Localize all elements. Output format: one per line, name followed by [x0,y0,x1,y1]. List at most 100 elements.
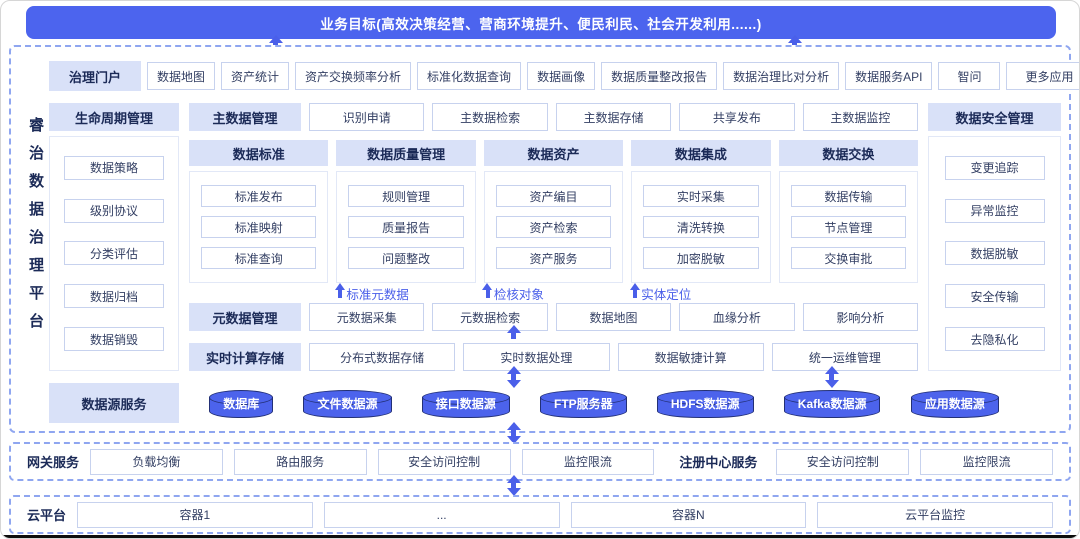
column-header: 数据资产 [483,140,624,166]
datasource-row: 数据源服务 数据库 文件数据源 接口数据源 FTP服务器 HDFS数据源 Kaf… [49,383,1029,423]
portal-item: 标准化数据查询 [417,62,522,90]
security-item: 数据脱敏 [944,241,1045,266]
metadata-row: 元数据管理 元数据采集 元数据检索 数据地图 血缘分析 影响分析 [189,303,919,331]
lifecycle-item: 级别协议 [64,198,164,223]
registry-item: 安全访问控制 [776,448,910,475]
metadata-item: 影响分析 [802,303,919,331]
portal-item: 数据质量整改报告 [601,62,718,90]
cloud-platform-section: 云平台 容器1 ... 容器N 云平台监控 [9,495,1071,534]
portal-item: 数据地图 [147,62,216,90]
metadata-item: 元数据采集 [309,303,425,331]
portal-item: 数据服务API [845,62,933,90]
gateway-item: 监控限流 [521,448,655,475]
column-data-quality: 数据质量管理 规则管理 质量报告 问题整改 [336,140,476,283]
module-item: 加密脱敏 [643,247,759,269]
gateway-section: 网关服务 负载均衡 路由服务 安全访问控制 监控限流 注册中心服务 安全访问控制… [9,442,1071,481]
lifecycle-item: 数据销毁 [64,327,164,352]
double-arrow-icon [506,422,521,444]
datasource-label: 数据源服务 [49,383,179,423]
up-arrow-icon [506,325,521,339]
ftp-server-cylinder: FTP服务器 [539,389,627,418]
module-item: 数据传输 [790,185,907,207]
lifecycle-panel: 数据策略 级别协议 分类评估 数据归档 数据销毁 [49,136,179,371]
up-arrow-icon [334,282,345,298]
module-item: 资产服务 [495,247,612,269]
double-arrow-icon [506,366,521,388]
realtime-row: 实时计算存储 分布式数据存储 实时数据处理 数据敏捷计算 统一运维管理 [189,343,918,371]
column-data-integration: 数据集成 实时采集 清洗转换 加密脱敏 [631,140,771,283]
gateway-item: 负载均衡 [90,448,223,475]
security-section: 数据安全管理 变更追踪 异常监控 数据脱敏 安全传输 去隐私化 [928,103,1061,371]
up-arrow-icon [482,282,493,298]
module-item: 规则管理 [348,185,464,207]
module-item: 标准映射 [201,216,317,238]
platform-vertical-title: 睿治数据治理平台 [27,117,44,341]
column-panel: 资产编目 资产检索 资产服务 [483,171,624,283]
module-item: 标准发布 [201,185,317,207]
business-goal-title: 业务目标(高效决策经营、营商环境提升、便民利民、社会开发利用......) [320,16,762,32]
portal-item: 智问 [938,62,1001,90]
module-item: 标准查询 [201,247,317,269]
cloud-monitor-item: 云平台监控 [817,501,1054,528]
platform-content: 生命周期管理 数据策略 级别协议 分类评估 数据归档 数据销毁 主数据管理 识别… [49,103,1061,371]
portal-item: 资产交换频率分析 [295,62,412,90]
flow-labels-row: 标准元数据 检核对象 实体定位 [189,282,918,303]
column-data-exchange: 数据交换 数据传输 节点管理 交换审批 [778,140,919,283]
registry-label: 注册中心服务 [679,455,758,470]
container-item: 容器1 [77,501,313,528]
module-columns: 数据标准 标准发布 标准映射 标准查询 数据质量管理 规则管理 质量报告 问题整… [189,140,919,283]
gateway-item: 安全访问控制 [377,448,511,475]
column-panel: 规则管理 质量报告 问题整改 [336,171,476,283]
portal-label: 治理门户 [49,61,141,91]
security-item: 安全传输 [944,284,1045,309]
lifecycle-item: 分类评估 [64,241,164,266]
portal-item: 资产统计 [221,62,290,90]
column-header: 数据质量管理 [336,140,476,166]
container-ellipsis: ... [323,501,560,528]
master-data-label: 主数据管理 [189,103,301,131]
master-data-item: 主数据存储 [555,103,672,131]
portal-item: 更多应用 [1006,62,1079,90]
registry-item: 监控限流 [920,448,1053,475]
double-arrow-icon [824,366,839,388]
module-item: 质量报告 [348,216,464,238]
file-datasource-cylinder: 文件数据源 [303,389,392,418]
column-header: 数据交换 [778,140,919,166]
realtime-label: 实时计算存储 [189,343,301,371]
master-data-item: 主数据检索 [432,103,548,131]
column-header: 数据集成 [631,140,771,166]
metadata-item: 元数据检索 [432,303,548,331]
platform-section: 睿治数据治理平台 治理门户 数据地图 资产统计 资产交换频率分析 标准化数据查询… [9,45,1079,433]
flow-label-entity-location: 实体定位 [629,282,770,303]
gateway-item: 路由服务 [233,448,367,475]
cloud-platform-label: 云平台 [27,508,67,523]
column-header: 数据标准 [189,140,329,166]
column-data-standard: 数据标准 标准发布 标准映射 标准查询 [189,140,329,283]
metadata-item: 血缘分析 [679,303,795,331]
lifecycle-item: 数据归档 [64,284,164,309]
modules-area: 主数据管理 识别申请 主数据检索 主数据存储 共享发布 主数据监控 数据标准 标… [189,103,919,371]
module-item: 清洗转换 [643,216,759,238]
api-datasource-cylinder: 接口数据源 [421,389,510,418]
lifecycle-section: 生命周期管理 数据策略 级别协议 分类评估 数据归档 数据销毁 [49,103,179,371]
lifecycle-item: 数据策略 [64,155,164,180]
master-data-item: 主数据监控 [802,103,919,131]
flow-label-standard-metadata: 标准元数据 [334,282,475,303]
double-arrow-icon [506,475,521,496]
module-item: 资产检索 [495,216,612,238]
metadata-item: 数据地图 [555,303,672,331]
master-data-item: 识别申请 [309,103,425,131]
flow-label-check-object: 检核对象 [482,282,623,303]
column-panel: 实时采集 清洗转换 加密脱敏 [631,171,771,283]
module-item: 问题整改 [348,247,464,269]
portal-row: 治理门户 数据地图 资产统计 资产交换频率分析 标准化数据查询 数据画像 数据质… [49,61,1079,91]
module-item: 资产编目 [495,185,612,207]
master-data-row: 主数据管理 识别申请 主数据检索 主数据存储 共享发布 主数据监控 [189,103,919,131]
business-goal-banner: 业务目标(高效决策经营、营商环境提升、便民利民、社会开发利用......) [26,6,1056,39]
security-item: 变更追踪 [944,155,1045,180]
column-data-asset: 数据资产 资产编目 资产检索 资产服务 [483,140,624,283]
module-item: 节点管理 [790,216,907,238]
window-bottom-edge [1,535,1079,538]
security-item: 去隐私化 [944,327,1045,352]
